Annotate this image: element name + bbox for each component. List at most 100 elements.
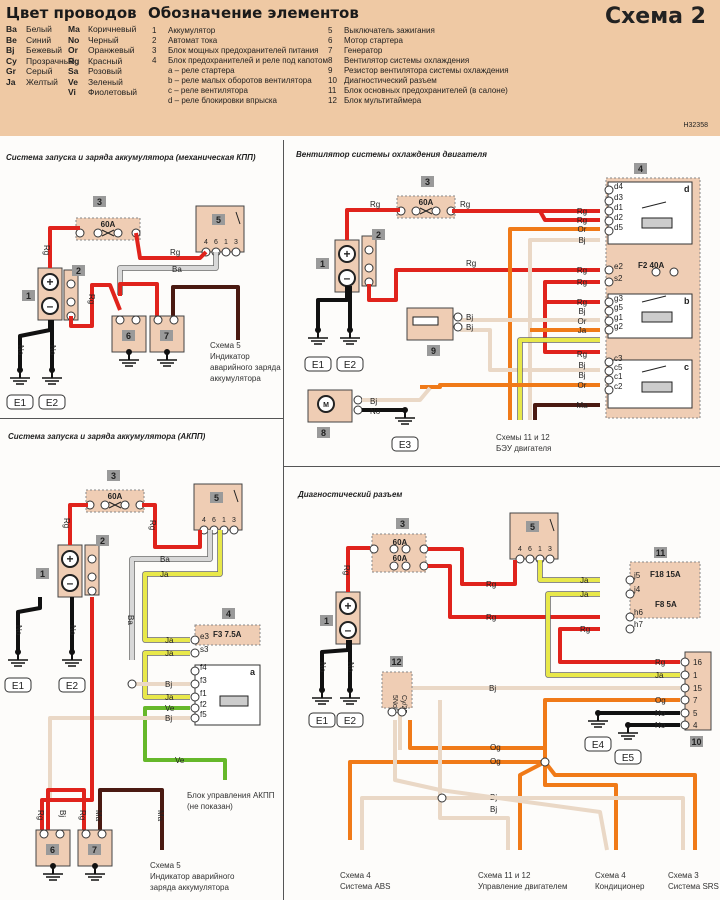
drawing-code: H32358: [683, 122, 708, 129]
diag-pin-16: 16: [693, 658, 702, 667]
wire-og: [408, 720, 547, 760]
switch-pin-1: 1: [222, 517, 226, 524]
wire-bj: [438, 700, 510, 850]
terminal: [87, 586, 97, 596]
terminal: [81, 829, 91, 839]
wire-label: Ja: [580, 576, 589, 585]
terminal: [39, 829, 49, 839]
pin-label-c3: c3: [614, 354, 623, 363]
fuse-block: [85, 489, 145, 513]
wire-label: No: [68, 625, 77, 636]
wire-rg: [428, 547, 517, 586]
terminal: [431, 206, 441, 216]
terminal: [411, 206, 421, 216]
component-number: 2: [376, 230, 381, 240]
wire-label: Rg: [577, 207, 587, 216]
wire-or: [508, 227, 600, 420]
terminal: [651, 267, 661, 277]
wire-label: Rg: [342, 565, 351, 575]
ground-label-e1: E1: [12, 681, 25, 692]
wire-rg: [538, 210, 600, 222]
component-number-tag: [72, 265, 85, 276]
wire-label: Rg: [655, 658, 665, 667]
wire-rg: [345, 208, 400, 240]
wire-rg: [142, 503, 202, 549]
wire-og: [543, 698, 680, 760]
wire-label: Rg: [577, 278, 587, 287]
fuse-block: [396, 195, 456, 219]
pin-label-e2: e2: [614, 262, 623, 271]
component-number: 5: [530, 522, 535, 532]
component-number-tag: [320, 615, 333, 626]
terminal: [190, 648, 200, 658]
wire-label: Ma: [576, 401, 588, 410]
switch-pin-3: 3: [232, 517, 236, 524]
terminal: [93, 228, 103, 238]
terminal: [364, 263, 374, 273]
wire-ja: [143, 651, 190, 699]
element-legend-item: c – реле вентилятора: [168, 86, 248, 95]
wire-label: Bj: [578, 236, 585, 245]
pin-label-j5: j5: [633, 571, 641, 580]
pin-label-c2: c2: [614, 382, 623, 391]
terminal: [190, 666, 200, 676]
terminal: [604, 216, 614, 226]
wire-label: Rg: [486, 613, 496, 622]
terminal: [604, 366, 614, 376]
terminal: [453, 312, 463, 322]
plus-sign: +: [66, 552, 73, 566]
wire-rg: [543, 280, 600, 354]
ground-label-box: [614, 749, 642, 765]
terminal: [680, 720, 690, 730]
terminal: [545, 554, 555, 564]
wire-label: No: [370, 407, 381, 416]
wire-ba: [130, 530, 212, 660]
wire-label: Bj: [490, 805, 497, 814]
terminal: [97, 829, 107, 839]
component-number-tag: [212, 214, 225, 225]
terminal: [153, 315, 163, 325]
wire-ja: [143, 530, 222, 642]
switch-contact: [233, 489, 239, 503]
wire-label: Ba: [126, 615, 135, 625]
battery-minus-icon: [339, 621, 357, 639]
ground-label-e1: E1: [14, 398, 27, 409]
component-number: 3: [400, 519, 405, 529]
battery-minus-icon: [61, 574, 79, 592]
battery-plus-icon: [339, 597, 357, 615]
wire-rg: [367, 268, 600, 302]
pin-label-s2: s2: [614, 274, 623, 283]
terminal: [369, 544, 379, 554]
wire-or: [420, 383, 600, 389]
note-akpp: Блок управления АКПП(не показан): [187, 791, 275, 811]
terminal: [680, 695, 690, 705]
element-legend-item: b – реле малых оборотов вентилятора: [168, 76, 312, 85]
component-number: 10: [691, 737, 701, 747]
ground-label-box: [391, 436, 419, 452]
switch-pin-3: 3: [548, 546, 552, 553]
terminal: [75, 228, 85, 238]
wire-label: Rg: [78, 810, 87, 820]
wire-label: No: [16, 345, 25, 356]
component-number: 6: [50, 845, 55, 855]
pin-label-f5: f5: [200, 710, 207, 719]
component-number: 5: [214, 493, 219, 503]
component-number-tag: [160, 330, 173, 341]
section-title-fan: Вентилятор системы охлаждения двигателя: [296, 150, 487, 159]
relay-coil-icon: [641, 217, 673, 229]
minus-sign: –: [67, 576, 74, 590]
divider-right: [284, 466, 720, 467]
terminal: [540, 757, 550, 767]
elements-title: Обозначение элементов: [148, 4, 359, 22]
